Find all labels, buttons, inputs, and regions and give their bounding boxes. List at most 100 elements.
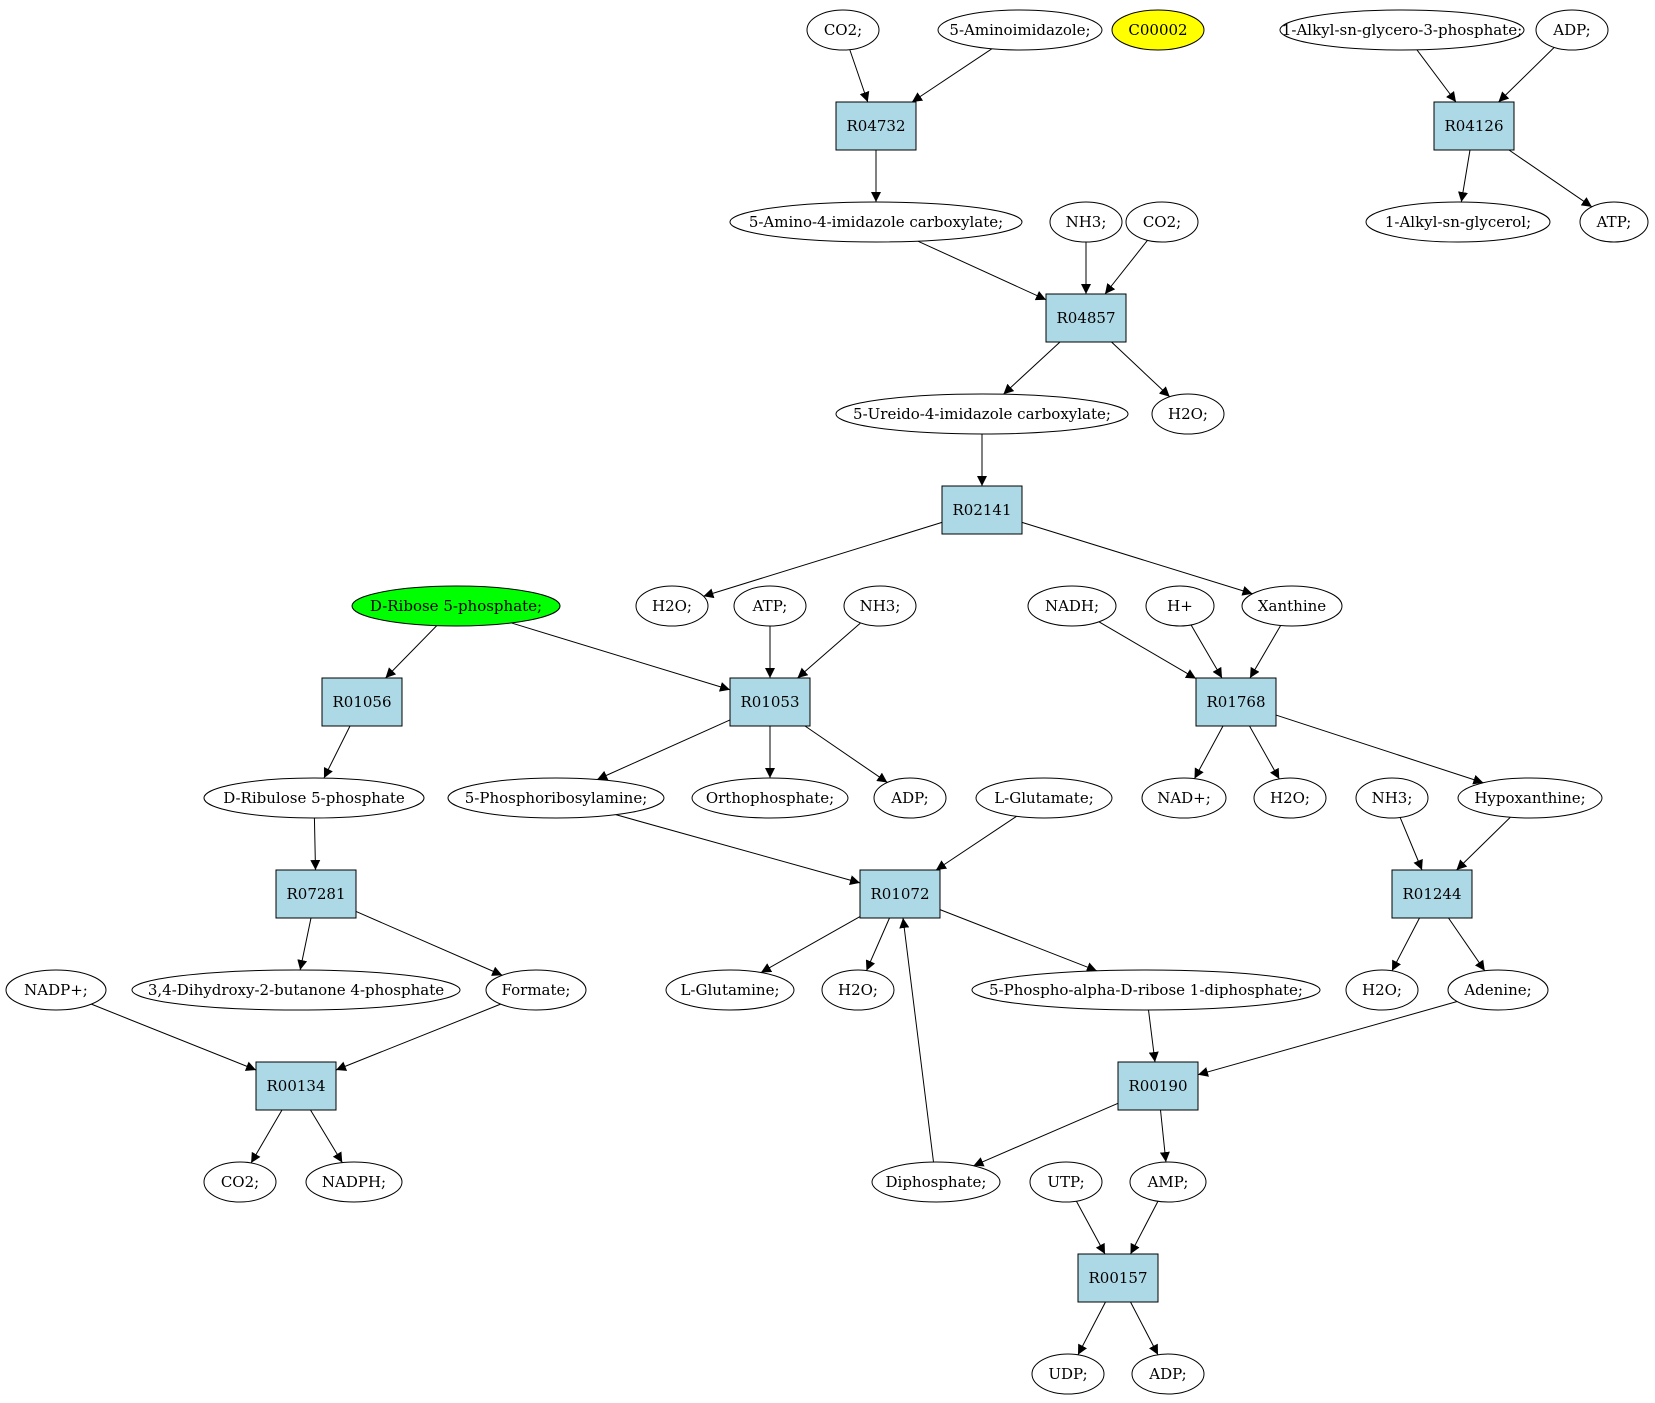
compound-node-nadph[interactable]: NADPH; [305,1161,403,1203]
compound-ellipse [203,777,425,819]
compound-ellipse [5,969,107,1011]
compound-ellipse [1031,1353,1105,1395]
node-label: H2O; [1270,789,1310,807]
node-label: H2O; [1168,405,1208,423]
compound-node-adp_a[interactable]: ADP; [1535,9,1609,51]
compound-node-prpamine[interactable]: 5-Phosphoribosylamine; [447,777,665,819]
edge-r04857-to-h2o_a [1111,341,1171,398]
edge-formate-to-r00134 [335,1003,501,1071]
node-label: C00002 [1128,21,1187,39]
compound-node-atp_a[interactable]: ATP; [1579,201,1649,243]
compound-node-aicarb[interactable]: 5-Amino-4-imidazole carboxylate; [729,201,1023,243]
compound-node-amp[interactable]: AMP; [1129,1161,1207,1203]
compound-node-prpp[interactable]: 5-Phospho-alpha-D-ribose 1-diphosphate; [971,969,1321,1011]
compound-node-lglutamate[interactable]: L-Glutamate; [975,777,1113,819]
reaction-node-r00190[interactable]: R00190 [1117,1061,1199,1111]
node-label: Formate; [502,981,571,999]
node-layer: CO2; 5-Aminoimidazole; C00002 1-Alkyl-sn-gl… [5,9,1649,1395]
compound-node-hypoxanthine[interactable]: Hypoxanthine; [1457,777,1603,819]
compound-node-nh3_b[interactable]: NH3; [843,585,917,627]
compound-node-ribulose5p[interactable]: D-Ribulose 5-phosphate [203,777,425,819]
edge-adp_a-to-r04126 [1498,47,1555,103]
reaction-node-r00157[interactable]: R00157 [1077,1253,1159,1303]
compound-node-nadpplus[interactable]: NADP+; [5,969,107,1011]
compound-ellipse [733,585,807,627]
reaction-box [1045,293,1127,343]
compound-ellipse [665,969,795,1011]
compound-node-hplus[interactable]: H+ [1145,585,1215,627]
compound-node-atp_b[interactable]: ATP; [733,585,807,627]
compound-node-alkylg3p[interactable]: 1-Alkyl-sn-glycero-3-phosphate; [1279,9,1525,51]
compound-node-diphosphate[interactable]: Diphosphate; [871,1161,1001,1203]
compound-ellipse [1447,969,1549,1011]
reaction-node-r04126[interactable]: R04126 [1433,101,1515,151]
compound-node-h2o_a[interactable]: H2O; [1151,393,1225,435]
compound-node-adp_c[interactable]: ADP; [1131,1353,1205,1395]
node-label: 5-Aminoimidazole; [949,21,1090,39]
node-label: R00157 [1088,1269,1147,1287]
compound-node-nadplus[interactable]: NAD+; [1141,777,1227,819]
node-label: NAD+; [1157,789,1211,807]
node-label: UDP; [1048,1365,1087,1383]
reaction-node-r01053[interactable]: R01053 [729,677,811,727]
edge-r01768-to-h2o_c [1249,725,1280,780]
reaction-node-r01072[interactable]: R01072 [859,869,941,919]
compound-ellipse [821,969,895,1011]
compound-node-adenine[interactable]: Adenine; [1447,969,1549,1011]
node-label: NADP+; [24,981,88,999]
compound-node-co2_c[interactable]: CO2; [203,1161,277,1203]
compound-node-h2o_e[interactable]: H2O; [1345,969,1419,1011]
compound-node-ureido[interactable]: 5-Ureido-4-imidazole carboxylate; [835,393,1129,435]
edge-r02141-to-h2o_b [703,521,943,599]
compound-node-orthophos[interactable]: Orthophosphate; [691,777,849,819]
node-label: Orthophosphate; [706,789,834,807]
compound-node-dhbp[interactable]: 3,4-Dihydroxy-2-butanone 4-phosphate [131,969,461,1011]
compound-node-xanthine[interactable]: Xanthine [1241,585,1343,627]
node-label: 3,4-Dihydroxy-2-butanone 4-phosphate [148,981,444,999]
compound-node-adp_b[interactable]: ADP; [873,777,947,819]
node-label: 5-Phospho-alpha-D-ribose 1-diphosphate; [989,981,1303,999]
reaction-node-r01768[interactable]: R01768 [1195,677,1277,727]
compound-node-formate[interactable]: Formate; [485,969,587,1011]
reaction-node-r01056[interactable]: R01056 [321,677,403,727]
edge-hypoxanthine-to-r01244 [1456,816,1511,871]
reaction-node-r07281[interactable]: R07281 [275,869,357,919]
reaction-node-r00134[interactable]: R00134 [255,1061,337,1111]
compound-ellipse [1131,1353,1205,1395]
compound-ellipse [1579,201,1649,243]
node-label: H2O; [838,981,878,999]
compound-node-aminoimid[interactable]: 5-Aminoimidazole; [937,9,1103,51]
compound-ellipse [835,393,1129,435]
compound-ellipse [1365,201,1551,243]
reaction-box [1433,101,1515,151]
compound-node-c00002[interactable]: C00002 [1111,9,1205,51]
compound-ellipse [871,1161,1001,1203]
compound-node-h2o_d[interactable]: H2O; [821,969,895,1011]
reaction-box [255,1061,337,1111]
reaction-node-r04732[interactable]: R04732 [835,101,917,151]
compound-node-h2o_b[interactable]: H2O; [635,585,709,627]
edge-layer [91,47,1593,1356]
edge-ribose5p-to-r01053 [511,622,731,692]
compound-ellipse [635,585,709,627]
compound-node-co2_a[interactable]: CO2; [806,9,880,51]
reaction-box [1117,1061,1199,1111]
node-label: 1-Alkyl-sn-glycerol; [1385,213,1531,231]
edge-r00134-to-nadph [310,1109,343,1163]
compound-node-nh3_c[interactable]: NH3; [1355,777,1429,819]
compound-ellipse [131,969,461,1011]
compound-node-co2_b[interactable]: CO2; [1125,201,1199,243]
edge-r04126-to-atp_a [1508,149,1593,208]
compound-node-ribose5p[interactable]: D-Ribose 5-phosphate; [351,585,561,627]
compound-node-lglutamine[interactable]: L-Glutamine; [665,969,795,1011]
compound-node-udp[interactable]: UDP; [1031,1353,1105,1395]
node-label: CO2; [824,21,862,39]
compound-node-nadh[interactable]: NADH; [1027,585,1117,627]
compound-node-h2o_c[interactable]: H2O; [1253,777,1327,819]
reaction-node-r01244[interactable]: R01244 [1391,869,1473,919]
compound-node-utp[interactable]: UTP; [1029,1161,1103,1203]
reaction-node-r02141[interactable]: R02141 [941,485,1023,535]
compound-node-nh3_a[interactable]: NH3; [1049,201,1123,243]
reaction-node-r04857[interactable]: R04857 [1045,293,1127,343]
compound-node-alkylglyc[interactable]: 1-Alkyl-sn-glycerol; [1365,201,1551,243]
